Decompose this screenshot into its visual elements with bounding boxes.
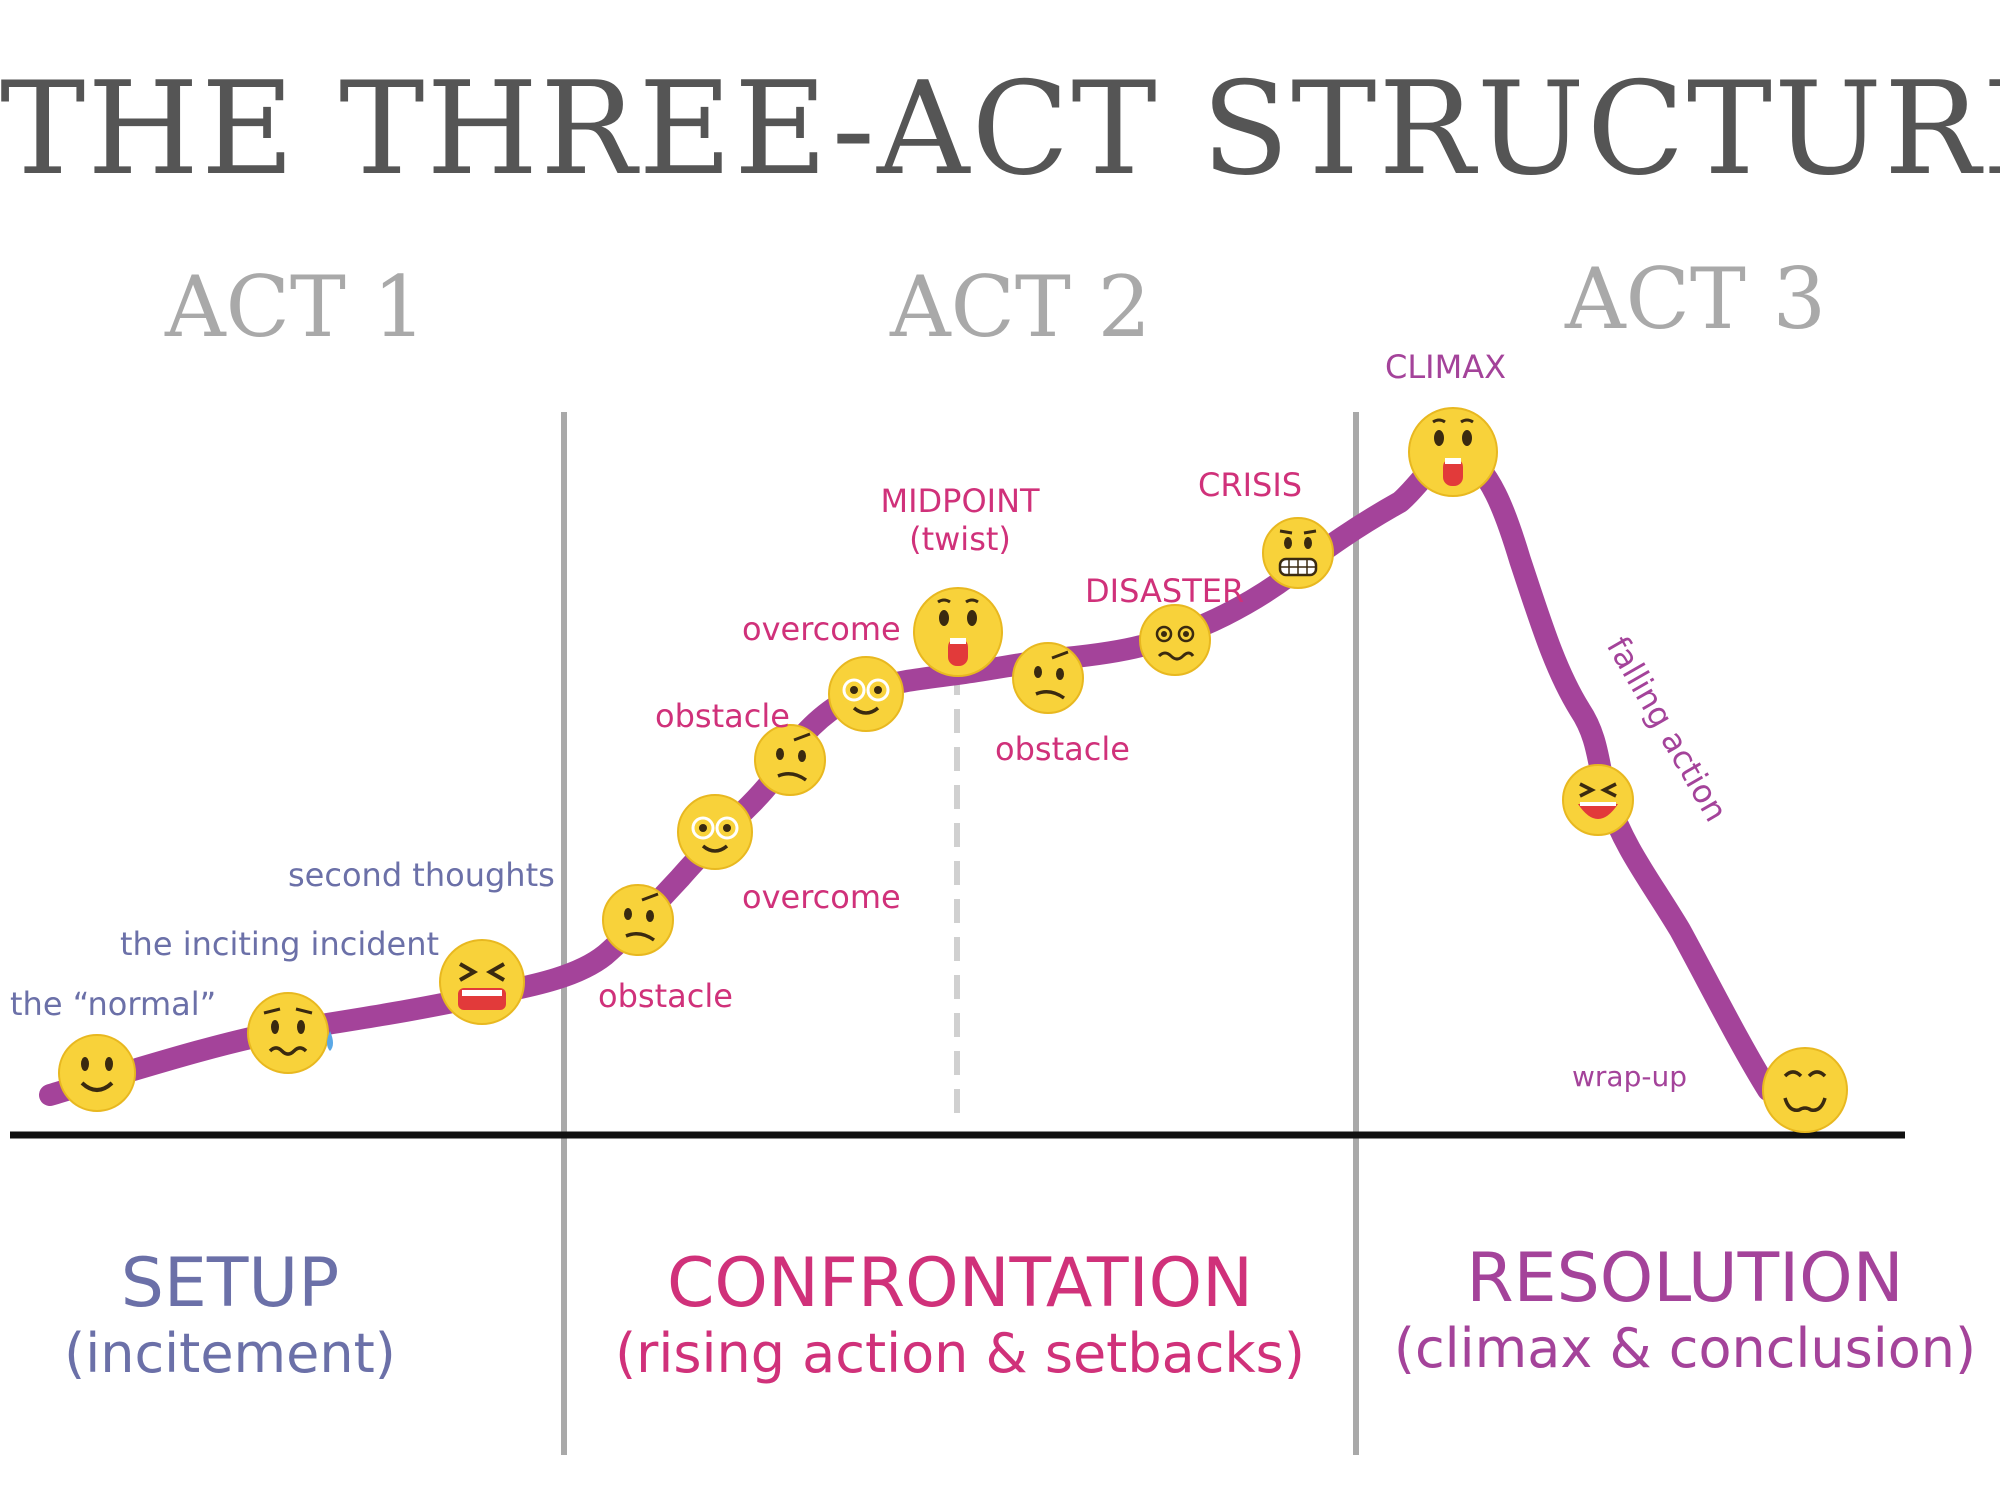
skeptical-face-icon <box>1012 642 1084 714</box>
emoji-overcome-1 <box>677 794 753 870</box>
setup-title: SETUP <box>120 1244 340 1323</box>
distressed-face-icon <box>439 939 525 1025</box>
label-normal: the “normal” <box>10 985 217 1023</box>
nerd-face-icon <box>828 656 904 732</box>
label-inciting-incident: the inciting incident <box>120 925 440 963</box>
emoji-falling-action <box>1562 764 1634 836</box>
midpoint-subtitle: (twist) <box>909 520 1011 559</box>
resolution-title: RESOLUTION <box>1466 1239 1904 1318</box>
confrontation-title: CONFRONTATION <box>666 1244 1254 1323</box>
setup-section: SETUP (incitement) <box>40 1244 420 1386</box>
label-obstacle-1: obstacle <box>598 977 733 1015</box>
emoji-obstacle-2 <box>754 724 826 796</box>
midpoint-title: MIDPOINT <box>880 482 1040 520</box>
confrontation-subtitle: (rising action & setbacks) <box>615 1322 1305 1386</box>
nerd-face-icon <box>677 794 753 870</box>
act-2-label: ACT 2 <box>890 258 1152 356</box>
worried-sweat-face-icon <box>247 992 329 1074</box>
emoji-overcome-2 <box>828 656 904 732</box>
emoji-midpoint <box>913 587 1003 677</box>
emoji-disaster <box>1139 604 1211 676</box>
skeptical-face-icon <box>754 724 826 796</box>
setup-subtitle: (incitement) <box>64 1322 396 1386</box>
label-crisis: CRISIS <box>1198 466 1303 504</box>
resolution-subtitle: (climax & conclusion) <box>1393 1317 1977 1381</box>
label-second-thoughts: second thoughts <box>288 856 555 894</box>
label-midpoint: MIDPOINT (twist) <box>880 482 1040 559</box>
astonished-face-icon <box>1408 407 1498 497</box>
smiling-face-icon <box>58 1034 136 1112</box>
skeptical-face-icon <box>602 884 674 956</box>
label-overcome-1: overcome <box>742 878 901 916</box>
label-obstacle-3: obstacle <box>995 730 1130 768</box>
label-overcome-2: overcome <box>742 610 901 648</box>
dizzy-face-icon <box>1139 604 1211 676</box>
label-climax: CLIMAX <box>1385 348 1507 386</box>
resolution-section: RESOLUTION (climax & conclusion) <box>1380 1239 1990 1381</box>
emoji-climax <box>1408 407 1498 497</box>
emoji-obstacle-3 <box>1012 642 1084 714</box>
label-wrap-up: wrap-up <box>1572 1060 1687 1093</box>
relieved-face-icon <box>1762 1047 1848 1133</box>
confrontation-section: CONFRONTATION (rising action & setbacks) <box>590 1244 1330 1386</box>
act-1-label: ACT 1 <box>165 258 427 356</box>
emoji-wrap-up <box>1762 1047 1848 1133</box>
laughing-face-icon <box>1562 764 1634 836</box>
emoji-normal <box>58 1034 136 1112</box>
emoji-second-thoughts <box>439 939 525 1025</box>
emoji-inciting <box>247 992 333 1074</box>
emoji-obstacle-1 <box>602 884 674 956</box>
act-3-label: ACT 3 <box>1565 250 1827 348</box>
grimacing-face-icon <box>1262 517 1334 589</box>
label-obstacle-2: obstacle <box>655 697 790 735</box>
label-disaster: DISASTER <box>1085 572 1245 610</box>
astonished-face-icon <box>913 587 1003 677</box>
page-title: THE THREE-ACT STRUCTURE <box>0 55 2000 204</box>
emoji-crisis <box>1262 517 1334 589</box>
